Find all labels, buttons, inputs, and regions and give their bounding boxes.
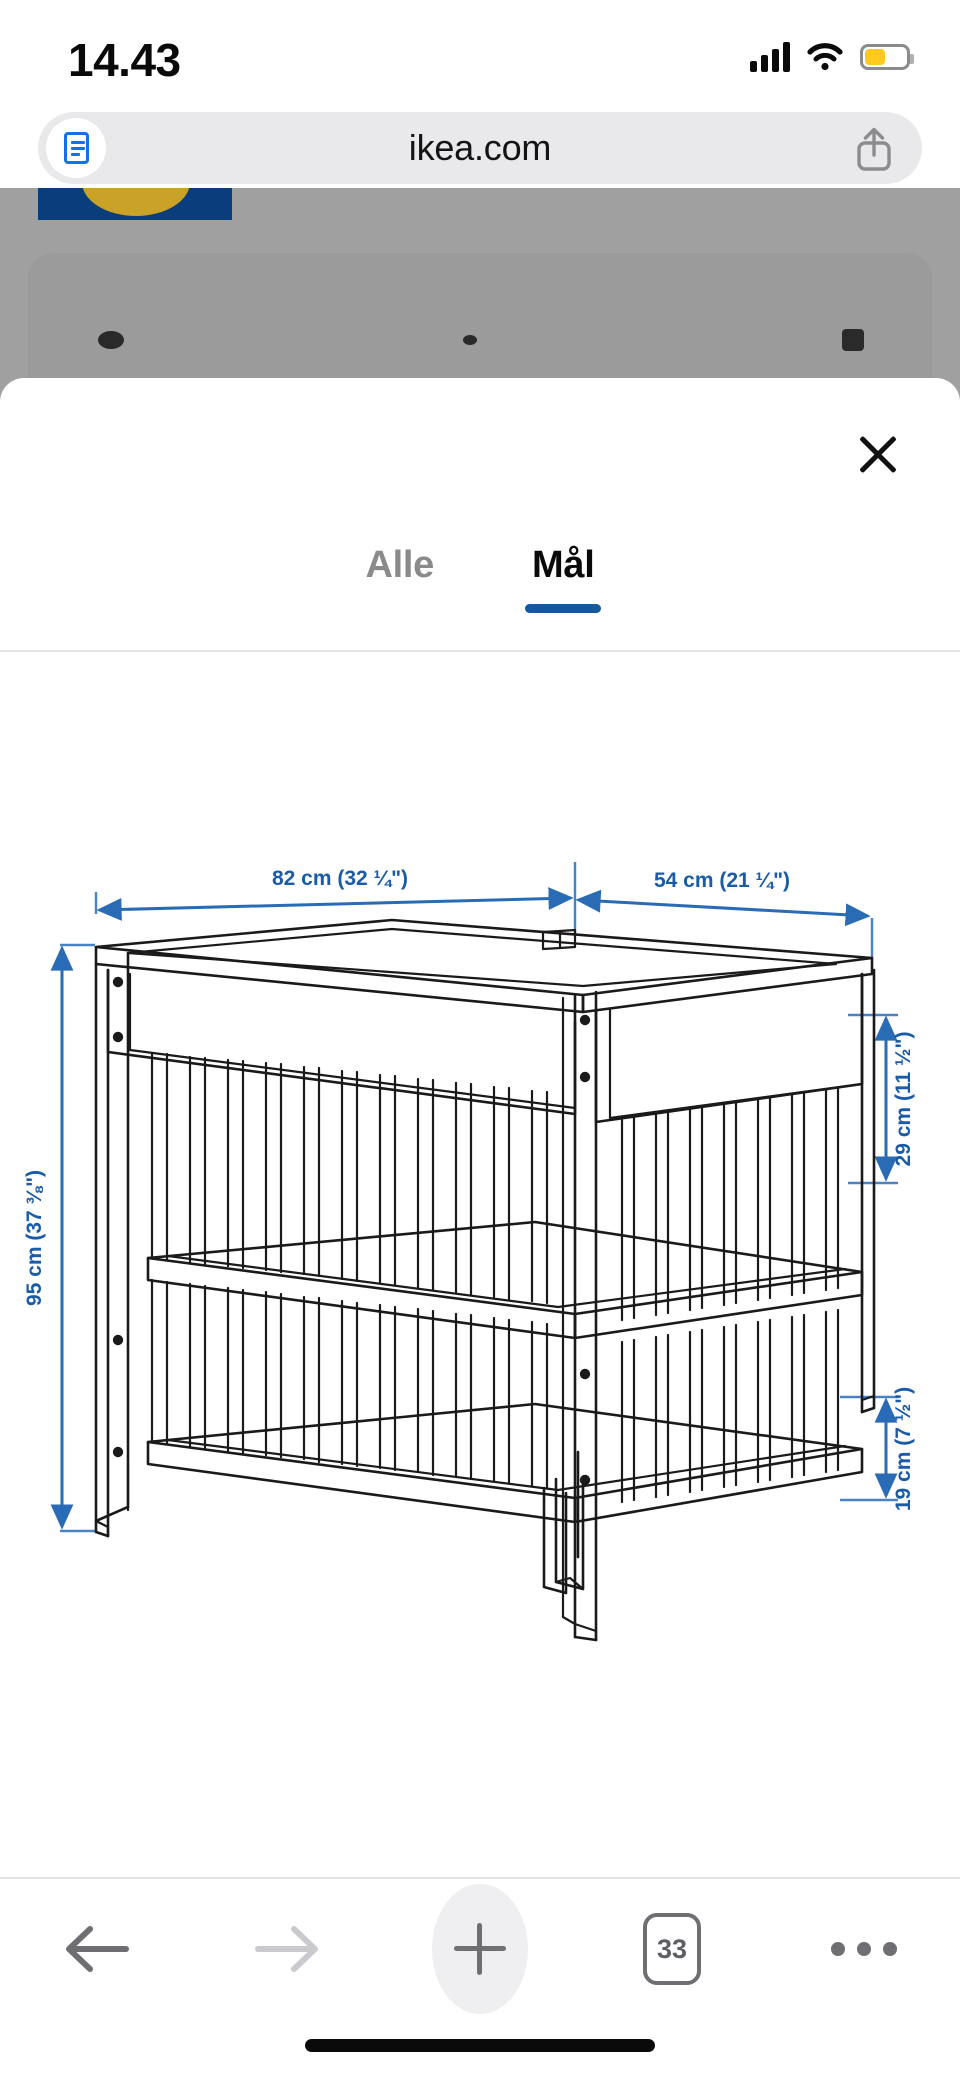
browser-address-bar-container: ikea.com bbox=[0, 105, 960, 190]
arrow-left-icon bbox=[66, 1926, 129, 1972]
arrow-right-icon bbox=[255, 1926, 318, 1972]
more-button[interactable] bbox=[768, 1879, 960, 2019]
tab-mal[interactable]: Mål bbox=[525, 536, 602, 621]
dimmed-page-backdrop[interactable] bbox=[0, 188, 960, 400]
new-tab-button[interactable] bbox=[384, 1879, 576, 2019]
url-text[interactable]: ikea.com bbox=[408, 127, 552, 168]
ikea-logo bbox=[38, 188, 232, 220]
tab-alle[interactable]: Alle bbox=[360, 536, 441, 621]
dimensions-modal-sheet: Alle Mål .ln { fill:none; stroke:#1a1a1a… bbox=[0, 378, 960, 1878]
reader-mode-icon[interactable] bbox=[46, 118, 106, 178]
browser-toolbar: 33 bbox=[0, 1879, 960, 2079]
tabs-divider bbox=[0, 650, 960, 652]
tab-count-badge: 33 bbox=[643, 1913, 701, 1985]
active-tab-indicator bbox=[525, 604, 602, 613]
home-indicator bbox=[305, 2039, 655, 2052]
page-content-card bbox=[28, 253, 932, 400]
dimension-diagram: .ln { fill:none; stroke:#1a1a1a; stroke-… bbox=[0, 652, 960, 1652]
sheet-tabs: Alle Mål bbox=[0, 536, 960, 646]
dimension-label-height: 95 cm (37 ⅜") bbox=[23, 1170, 46, 1306]
close-icon[interactable] bbox=[852, 428, 904, 480]
ellipsis-icon[interactable] bbox=[831, 1942, 897, 1956]
tab-alle-label: Alle bbox=[365, 544, 435, 586]
status-bar: 14.43 bbox=[0, 0, 960, 110]
plus-icon[interactable] bbox=[432, 1884, 528, 2014]
share-icon[interactable] bbox=[852, 126, 896, 172]
tabs-button[interactable]: 33 bbox=[576, 1879, 768, 2019]
wifi-icon bbox=[807, 43, 843, 71]
address-bar[interactable]: ikea.com bbox=[38, 112, 922, 184]
tab-mal-label: Mål bbox=[532, 544, 595, 586]
back-button[interactable] bbox=[0, 1879, 192, 2019]
dimension-label-width: 82 cm (32 ¼") bbox=[272, 867, 408, 890]
cellular-signal-icon bbox=[750, 42, 790, 72]
battery-icon bbox=[860, 44, 914, 70]
status-bar-clock: 14.43 bbox=[68, 34, 181, 86]
toolbar-divider bbox=[0, 1877, 960, 1879]
dimension-label-lower-clearance: 19 cm (7 ½") bbox=[892, 1387, 915, 1511]
forward-button[interactable] bbox=[192, 1879, 384, 2019]
dimension-label-upper-clearance: 29 cm (11 ½") bbox=[892, 1032, 915, 1167]
status-bar-icons bbox=[750, 36, 914, 78]
changing-table-drawing bbox=[94, 918, 876, 1642]
dimension-label-depth: 54 cm (21 ¼") bbox=[654, 869, 790, 892]
